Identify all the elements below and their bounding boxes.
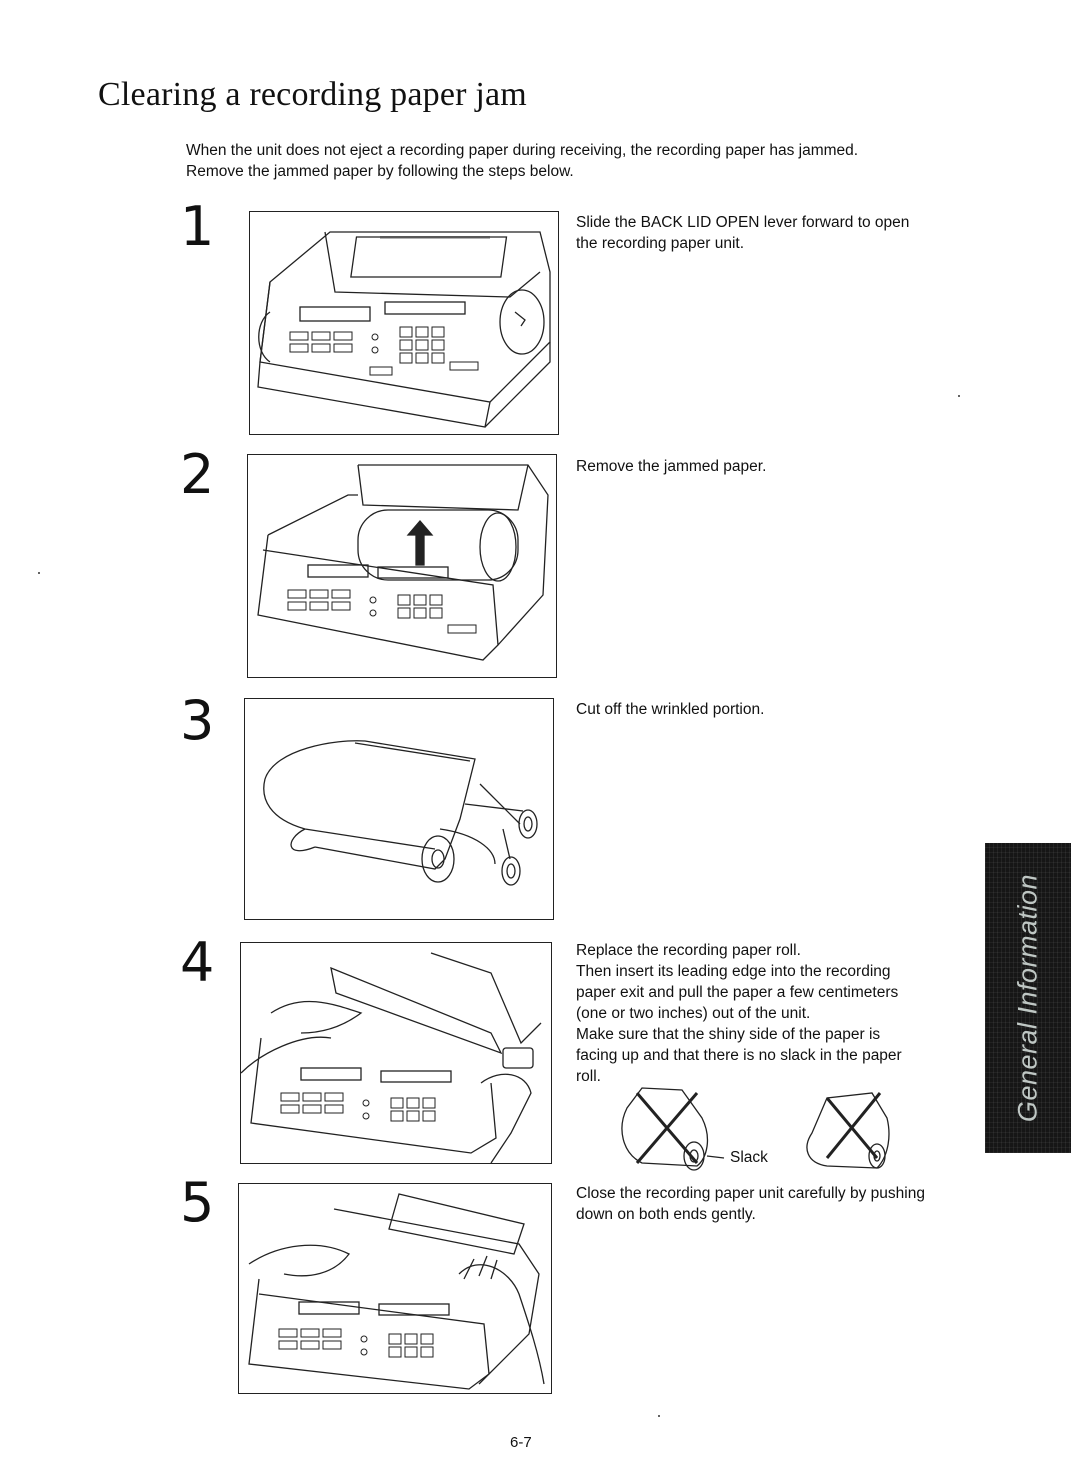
step-number-3: 3	[180, 689, 215, 752]
page-title: Clearing a recording paper jam	[98, 76, 527, 113]
step4-line: paper exit and pull the paper a few cent…	[576, 984, 899, 1001]
intro-line: Remove the jammed paper by following the…	[186, 163, 574, 180]
step4-line: facing up and that there is no slack in …	[576, 1047, 902, 1064]
step5-text: Close the recording paper unit carefully…	[576, 1183, 986, 1225]
slack-label: Slack	[730, 1149, 768, 1166]
step1-text: Slide the BACK LID OPEN lever forward to…	[576, 212, 986, 254]
side-tab-texture	[985, 843, 1071, 1153]
step-number-4: 4	[180, 931, 215, 994]
step3-text: Cut off the wrinkled portion.	[576, 699, 986, 720]
step3-line: Cut off the wrinkled portion.	[576, 701, 765, 718]
step1-line: the recording paper unit.	[576, 235, 745, 252]
step5-line: Close the recording paper unit carefully…	[576, 1185, 925, 1202]
speck	[38, 572, 40, 574]
fax-open-lid-icon	[257, 464, 549, 661]
step4-text: Replace the recording paper roll. Then i…	[576, 940, 986, 1087]
intro-line: When the unit does not eject a recording…	[186, 142, 859, 159]
page-number: 6-7	[510, 1434, 532, 1451]
side-tab-label: General Information	[1012, 873, 1043, 1123]
step1-line: Slide the BACK LID OPEN lever forward to…	[576, 214, 910, 231]
step4-line: Then insert its leading edge into the re…	[576, 963, 891, 980]
step3-illustration	[244, 698, 554, 920]
step4-line: Replace the recording paper roll.	[576, 942, 801, 959]
step-number-5: 5	[180, 1171, 215, 1234]
speck	[958, 395, 960, 397]
intro-text: When the unit does not eject a recording…	[186, 140, 986, 182]
step2-text: Remove the jammed paper.	[576, 456, 986, 477]
step-number-2: 2	[180, 443, 215, 506]
hands-insert-roll-icon	[241, 952, 542, 1163]
step5-illustration	[238, 1183, 552, 1394]
slack-illustration	[612, 1078, 912, 1178]
fax-machine-icon	[257, 231, 551, 428]
step2-line: Remove the jammed paper.	[576, 458, 767, 475]
crossed-out-roll-icon	[621, 1087, 890, 1171]
scissors-paper-roll-icon	[263, 740, 538, 886]
step4-line: (one or two inches) out of the unit.	[576, 1005, 811, 1022]
step2-illustration	[247, 454, 557, 678]
step4-line: Make sure that the shiny side of the pap…	[576, 1026, 881, 1043]
step5-line: down on both ends gently.	[576, 1206, 756, 1223]
hands-close-lid-icon	[248, 1193, 545, 1390]
speck	[658, 1415, 660, 1417]
step1-illustration	[249, 211, 559, 435]
step4-illustration	[240, 942, 552, 1164]
section-side-tab: General Information	[985, 843, 1071, 1153]
step-number-1: 1	[180, 195, 215, 258]
step4-line: roll.	[576, 1068, 601, 1085]
